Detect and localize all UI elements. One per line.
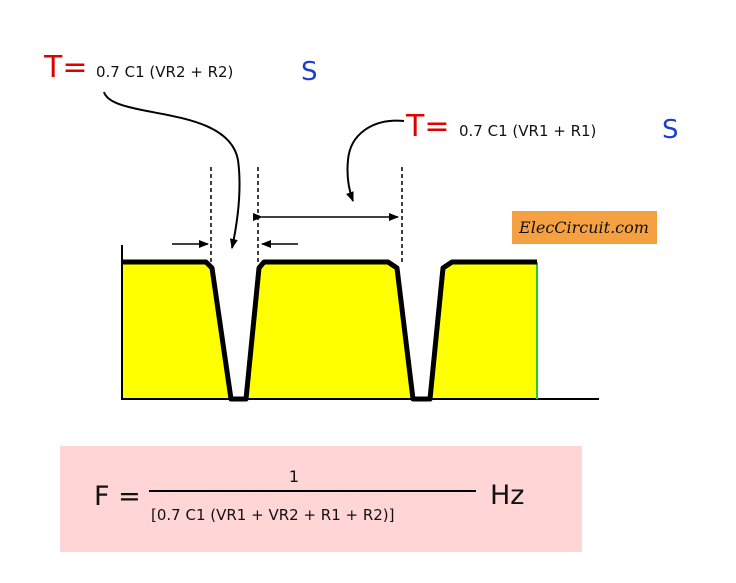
period-high-expression: 0.7 C1 (VR1 + R1) bbox=[459, 122, 596, 140]
period-low-label: T= 0.7 C1 (VR2 + R2) S bbox=[43, 50, 318, 87]
pulse-fill-2 bbox=[246, 262, 413, 399]
formula-lhs: F = bbox=[94, 481, 141, 512]
formula-background bbox=[60, 446, 582, 552]
pointer-arrow-high bbox=[346, 119, 405, 202]
formula-denominator: [0.7 C1 (VR1 + VR2 + R1 + R2)] bbox=[151, 506, 395, 524]
period-high-label: T= 0.7 C1 (VR1 + R1) S bbox=[405, 109, 679, 145]
period-low-unit: S bbox=[301, 57, 318, 87]
pointer-arrow-low bbox=[103, 91, 241, 249]
waveform-outline bbox=[122, 259, 537, 402]
brand-badge: ElecCircuit.com bbox=[512, 211, 657, 244]
period-low-expression: 0.7 C1 (VR2 + R2) bbox=[96, 63, 233, 81]
period-low-symbol: T= bbox=[43, 50, 87, 85]
period-high-unit: S bbox=[662, 115, 679, 145]
formula-numerator: 1 bbox=[289, 467, 299, 486]
pulse-fill-1 bbox=[122, 262, 231, 399]
brand-badge-background bbox=[512, 211, 657, 244]
formula-unit: Hz bbox=[490, 480, 524, 511]
frequency-formula: F = 1 [0.7 C1 (VR1 + VR2 + R1 + R2)] Hz bbox=[60, 446, 582, 552]
period-high-symbol: T= bbox=[405, 109, 449, 144]
pulse-fill-3 bbox=[430, 262, 537, 399]
brand-text: ElecCircuit.com bbox=[518, 218, 649, 237]
